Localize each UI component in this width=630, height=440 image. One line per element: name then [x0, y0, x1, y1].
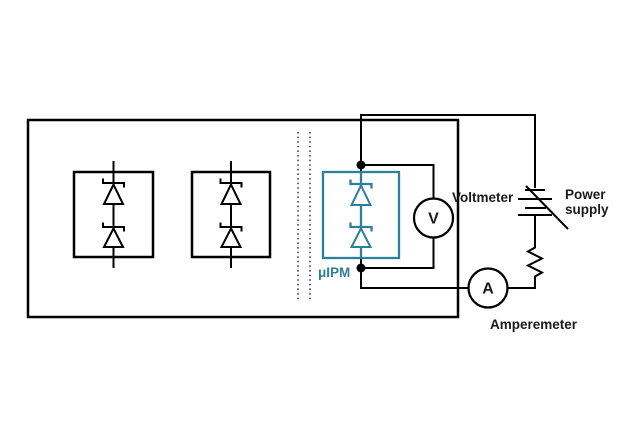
amperemeter-symbol: A: [467, 267, 509, 309]
zener-diode-icon: [349, 222, 373, 248]
voltmeter-circle: [412, 197, 455, 239]
power-supply-label-line2: supply: [565, 202, 609, 217]
uipm-module-box: [321, 170, 401, 260]
zener-diode-icon: [349, 179, 373, 206]
amperemeter-letter: A: [482, 281, 494, 298]
zener-diode-icon: [219, 178, 243, 205]
wire-bottom-return: [360, 258, 536, 289]
power-supply-icon: [518, 185, 569, 230]
zener-diode-icon: [102, 222, 125, 248]
voltmeter-symbol: V: [412, 197, 455, 239]
diode-module-1: [72, 161, 155, 268]
amperemeter-circle: [467, 267, 509, 309]
uipm-module: [321, 170, 401, 260]
wire-voltmeter-bottom: [361, 236, 435, 269]
adjustable-slash: [525, 185, 569, 230]
power-supply-label-line1: Power: [565, 187, 606, 202]
device-boundary-box: [26, 118, 460, 319]
module-box: [72, 170, 155, 259]
circuit-wiring: [360, 114, 536, 289]
dotted-divider: [297, 132, 311, 302]
junction-dot: [356, 160, 366, 170]
wire-power-top: [360, 114, 536, 188]
junction-dot: [356, 263, 366, 273]
uipm-label: μIPM: [318, 265, 350, 280]
module-box: [190, 170, 272, 259]
amperemeter-label: Amperemeter: [490, 317, 578, 332]
zener-diode-icon: [219, 222, 243, 248]
wire-voltmeter-top: [361, 164, 435, 200]
voltmeter-letter: V: [428, 211, 439, 228]
voltmeter-label: Voltmeter: [452, 190, 514, 205]
diode-module-2: [190, 161, 272, 268]
zener-diode-icon: [102, 178, 125, 205]
resistor-icon: [525, 245, 545, 279]
